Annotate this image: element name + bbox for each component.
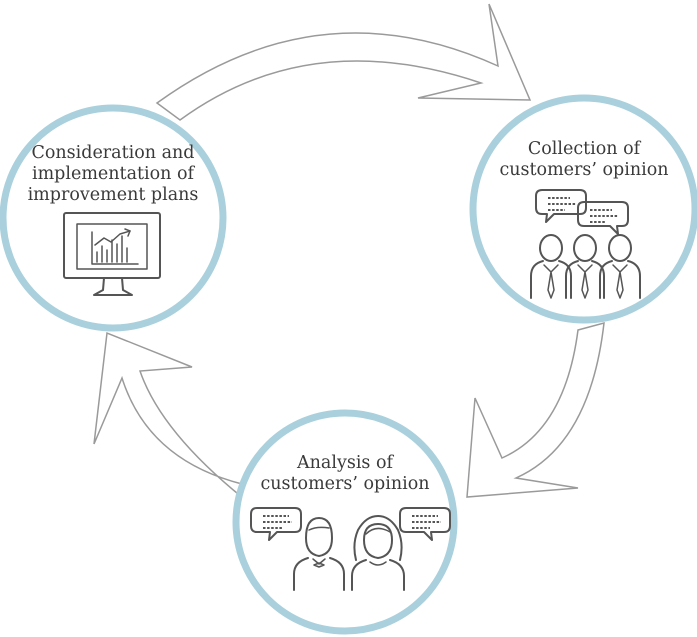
node-label-collection-line-2: customers’ opinion bbox=[499, 160, 668, 180]
node-circle-collection bbox=[469, 94, 697, 324]
node-circle-improvement bbox=[0, 104, 227, 332]
group-speech-icon bbox=[530, 189, 641, 299]
node-label-analysis-line-1: Analysis of bbox=[296, 453, 394, 473]
node-label-improvement-line-3: improvement plans bbox=[28, 185, 199, 205]
node-label-improvement-line-2: implementation of bbox=[32, 164, 196, 184]
arrow-top bbox=[155, 3, 532, 121]
monitor-chart-icon bbox=[63, 212, 161, 296]
pair-speech-icon bbox=[250, 507, 451, 591]
arrow-left bbox=[93, 331, 254, 507]
node-label-collection-line-1: Collection of bbox=[528, 139, 642, 159]
node-label-analysis-line-2: customers’ opinion bbox=[260, 474, 429, 494]
node-circle-analysis bbox=[232, 409, 458, 635]
node-label-improvement-line-1: Consideration and bbox=[31, 143, 194, 163]
arrow-right bbox=[466, 321, 605, 498]
